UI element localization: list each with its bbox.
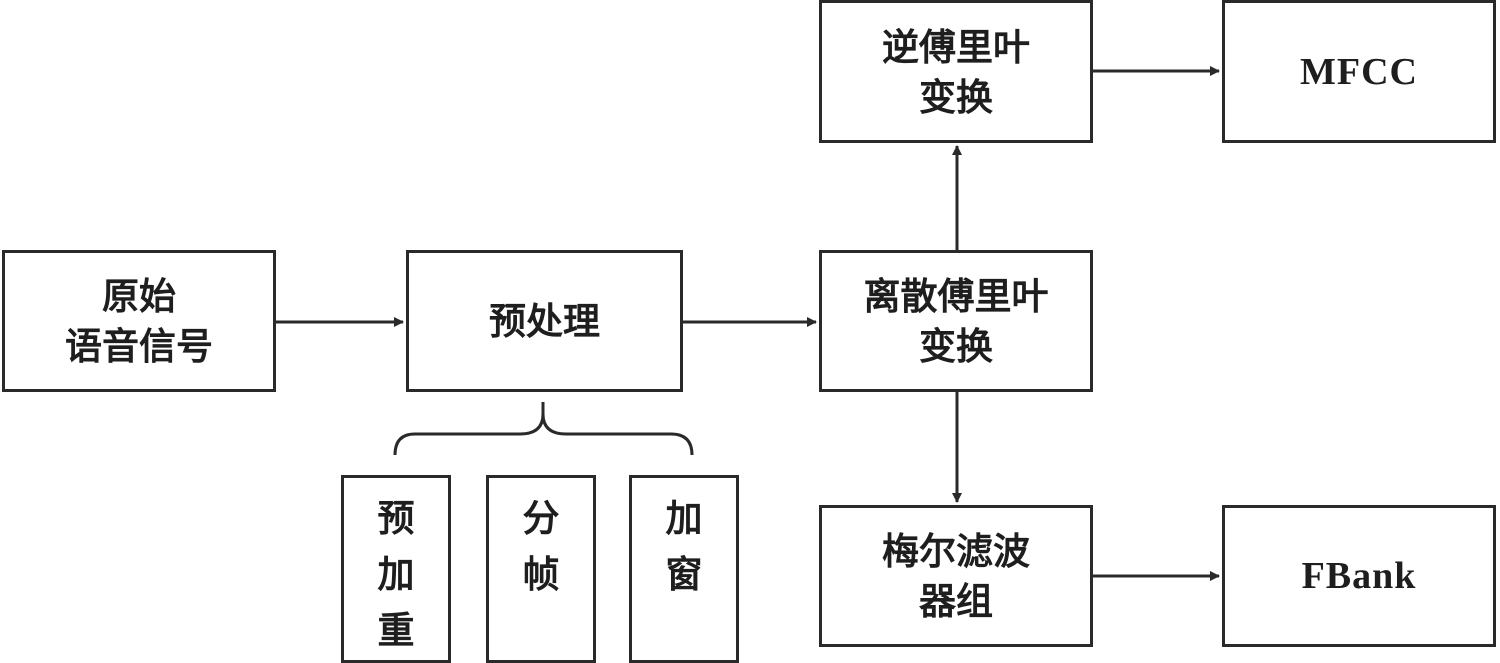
raw-signal-label-line-1: 原始 [102,274,176,318]
dft-label-line-2: 变换 [919,324,993,368]
idft-box: 逆傅里叶 变换 [819,0,1093,143]
mel-filter-label-line-2: 器组 [919,579,993,623]
idft-label-line-2: 变换 [919,74,993,119]
pre-emphasis-char-1: 预 [377,496,415,540]
preprocess-box: 预处理 [406,250,683,392]
windowing-box: 加 窗 [629,475,739,663]
pre-emphasis-char-3: 重 [377,608,415,652]
preprocess-label: 预处理 [489,299,600,343]
raw-signal-box: 原始 语音信号 [2,250,276,392]
dft-box: 离散傅里叶 变换 [819,250,1093,392]
raw-signal-label-line-2: 语音信号 [65,324,213,368]
fbank-box: FBank [1222,505,1496,647]
idft-label-line-1: 逆傅里叶 [882,24,1030,69]
mfcc-box: MFCC [1222,0,1496,143]
fbank-label: FBank [1301,555,1417,597]
framing-box: 分 帧 [486,475,596,663]
dft-label-line-1: 离散傅里叶 [863,274,1049,318]
windowing-char-1: 加 [665,496,703,540]
windowing-char-2: 窗 [665,552,703,596]
framing-char-2: 帧 [522,552,560,596]
framing-char-1: 分 [522,496,560,540]
preprocess-brace [393,402,694,456]
mfcc-label: MFCC [1300,50,1418,93]
pre-emphasis-char-2: 加 [377,552,415,596]
mel-filter-label-line-1: 梅尔滤波 [882,529,1030,573]
pre-emphasis-box: 预 加 重 [341,475,451,663]
mel-filter-box: 梅尔滤波 器组 [819,505,1093,647]
